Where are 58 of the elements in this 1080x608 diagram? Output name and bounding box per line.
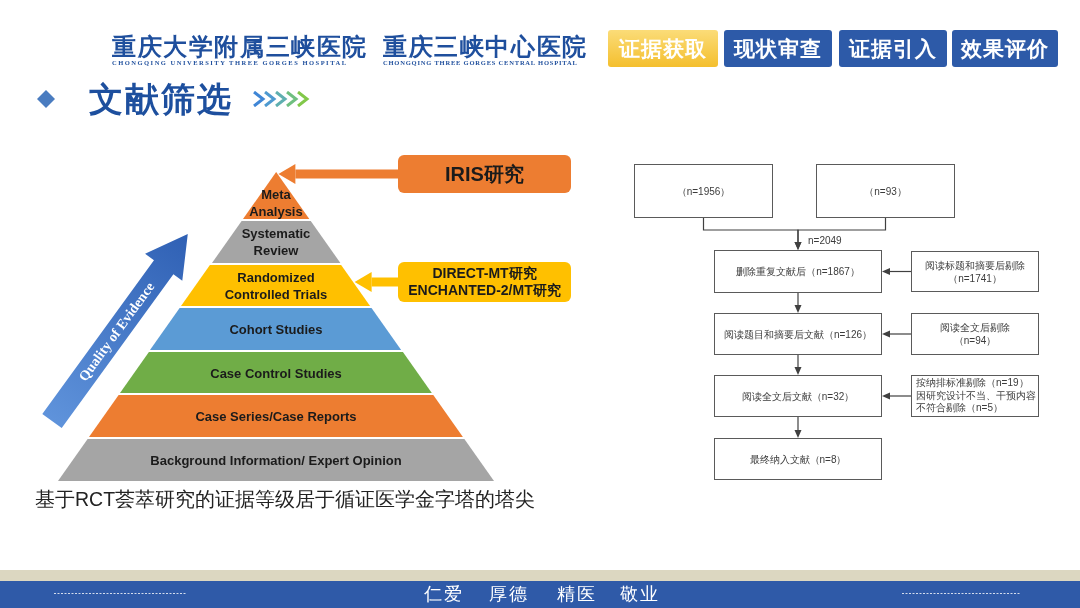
slide-title: 文献筛选 — [89, 79, 233, 119]
nav-tab: 现状审查 — [724, 30, 832, 67]
nav-tab: 证据引入 — [839, 30, 947, 67]
box-text: 阅读标题和摘要后剔除（n=1741） — [924, 258, 1026, 285]
motto-text: 精医 — [557, 584, 597, 604]
process-box — [911, 313, 1039, 355]
process-box — [911, 251, 1039, 292]
arrow — [794, 354, 802, 375]
box-text: 按纳排标准剔除（n=19） — [916, 377, 1030, 390]
tier-label: Case Series/Case Reports — [195, 407, 357, 425]
motto-text: 敬业 — [620, 584, 660, 604]
box-text: 最终纳入文献（n=8） — [749, 452, 847, 466]
block-arrow — [354, 272, 398, 292]
process-box — [816, 164, 955, 218]
pyramid-tier — [120, 352, 432, 393]
box-text: （n=93） — [864, 184, 907, 198]
tier-label: Randomized Controlled Trials — [223, 269, 329, 303]
process-box — [911, 375, 1039, 417]
arrow — [794, 292, 802, 313]
pyramid-tier — [181, 265, 371, 306]
callout-text: IRIS研究 — [445, 162, 524, 186]
hospital-name: 重庆大学附属三峡医院 — [112, 34, 368, 59]
hospital-name: 重庆三峡中心医院 — [383, 34, 588, 59]
arrow — [882, 268, 912, 275]
box-text: （n=1956） — [676, 184, 731, 198]
callout-box — [398, 262, 571, 302]
callout-box — [398, 155, 571, 193]
tier-label: Cohort Studies — [229, 320, 323, 338]
box-text: 阅读全文后剔除（n=94） — [939, 321, 1011, 347]
arrow — [882, 392, 912, 400]
pyramid-tier — [242, 172, 310, 219]
tier-label: Meta Analysis — [248, 186, 304, 220]
arrow — [882, 330, 912, 338]
pyramid-tier — [58, 439, 494, 481]
pyramid-tier — [211, 221, 341, 263]
box-text: 阅读题目和摘要后文献（n=126） — [723, 327, 873, 341]
process-box — [714, 375, 882, 417]
process-box — [714, 438, 882, 480]
pyramid-tier — [89, 395, 463, 437]
box-text: 删除重复文献后（n=1867） — [736, 265, 860, 278]
nav-tab: 效果评价 — [952, 30, 1058, 67]
process-box — [714, 313, 882, 355]
box-text: 因研究设计不当、干预内容不符合剔除（n=5） — [916, 389, 1037, 415]
motto-text: 厚德 — [489, 584, 529, 604]
caption: 基于RCT荟萃研究的证据等级居于循证医学金字塔的塔尖 — [35, 487, 536, 511]
motto-text: 仁爱 — [424, 584, 464, 604]
arrow — [794, 217, 887, 250]
process-box — [714, 250, 882, 293]
callout-text: DIRECT-MT研究 — [432, 265, 537, 282]
tier-label: Systematic Review — [240, 225, 312, 259]
arrow — [794, 416, 802, 438]
tier-label: Background Information/ Expert Opinion — [150, 451, 402, 468]
edge-label: n=2049 — [806, 235, 844, 247]
process-box — [634, 164, 773, 218]
tier-label: Case Control Studies — [210, 364, 342, 381]
nav-tab: 证据获取 — [608, 30, 718, 67]
box-text: 阅读全文后文献（n=32） — [741, 389, 855, 403]
callout-text: ENCHANTED-2/MT研究 — [408, 282, 561, 299]
